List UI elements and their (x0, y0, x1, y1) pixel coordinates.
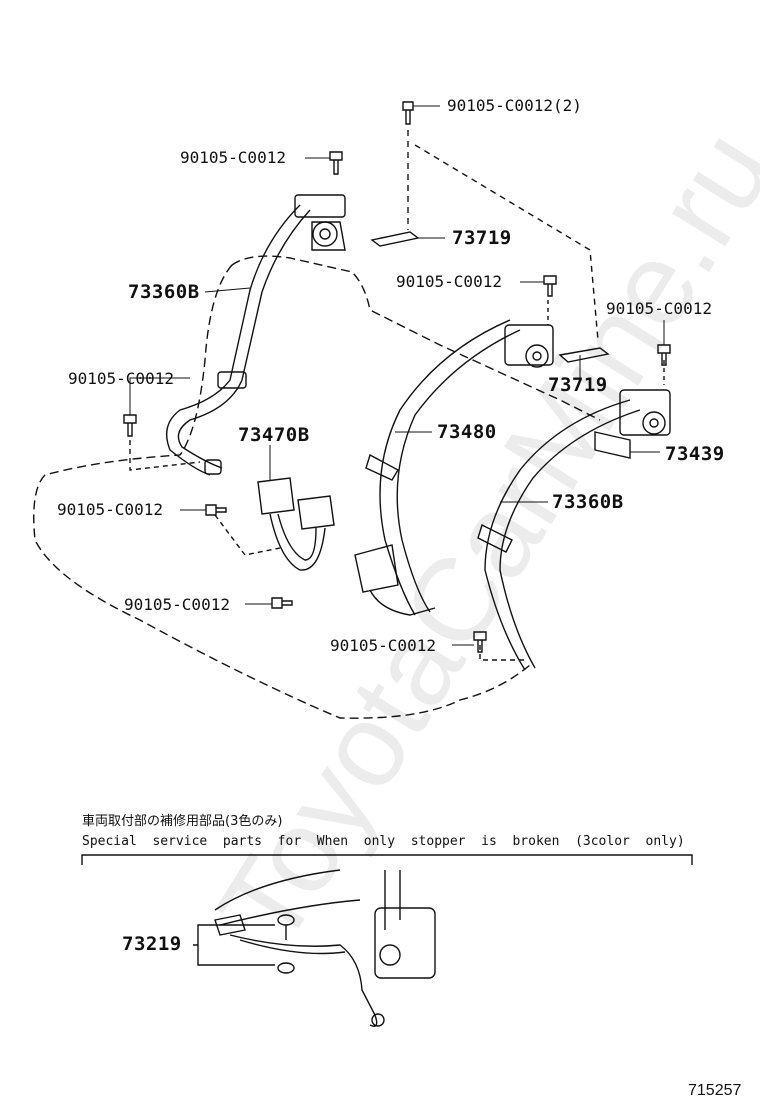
label-bolt-right: 90105-C0012 (606, 299, 712, 318)
label-bolt-top-left: 90105-C0012 (180, 148, 286, 167)
bracket-73719-a (370, 231, 420, 247)
label-bolt-center: 90105-C0012 (396, 272, 502, 291)
cover-73439 (594, 431, 631, 459)
label-belt-73360b-left: 73360B (128, 281, 200, 303)
bracket-73719-b (558, 347, 610, 363)
note-english: Special service parts for When only stop… (82, 834, 685, 849)
label-leaders (129, 105, 665, 646)
label-bolt-top-right: 90105-C0012(2) (447, 96, 582, 115)
note-japanese: 車両取付部の補修用部品(3色のみ) (82, 814, 283, 829)
belt-73360b-left (166, 204, 311, 476)
label-bracket-73719-b: 73719 (548, 374, 608, 396)
label-belt-73360b-right: 73360B (552, 491, 624, 513)
buckle-73470b (257, 477, 335, 571)
bolt-icons (123, 101, 671, 653)
buckle-center (354, 544, 436, 616)
detail-frame (81, 854, 693, 865)
label-bolt-left-mid: 90105-C0012 (68, 369, 174, 388)
label-bracket-73719-a: 73719 (452, 227, 512, 249)
dashed-leader-2 (129, 440, 201, 471)
label-bolt-left-low: 90105-C0012 (57, 500, 163, 519)
diagram-number: 715257 (688, 1082, 742, 1099)
label-cover-73439: 73439 (665, 443, 725, 465)
label-bolt-bottom-left: 90105-C0012 (124, 595, 230, 614)
retractor-left (294, 194, 346, 251)
dashed-leader-3 (214, 514, 281, 556)
label-bolt-bottom-center: 90105-C0012 (330, 636, 436, 655)
label-belt-73480: 73480 (437, 421, 497, 443)
dashed-leader-1 (407, 130, 599, 341)
label-stopper-73219: 73219 (122, 933, 182, 955)
dashed-leader-4 (479, 645, 525, 661)
detail-drawing (193, 869, 436, 1027)
belt-73480 (365, 319, 554, 616)
belt-73360b-right (477, 389, 671, 671)
label-buckle-73470b: 73470B (238, 424, 310, 446)
